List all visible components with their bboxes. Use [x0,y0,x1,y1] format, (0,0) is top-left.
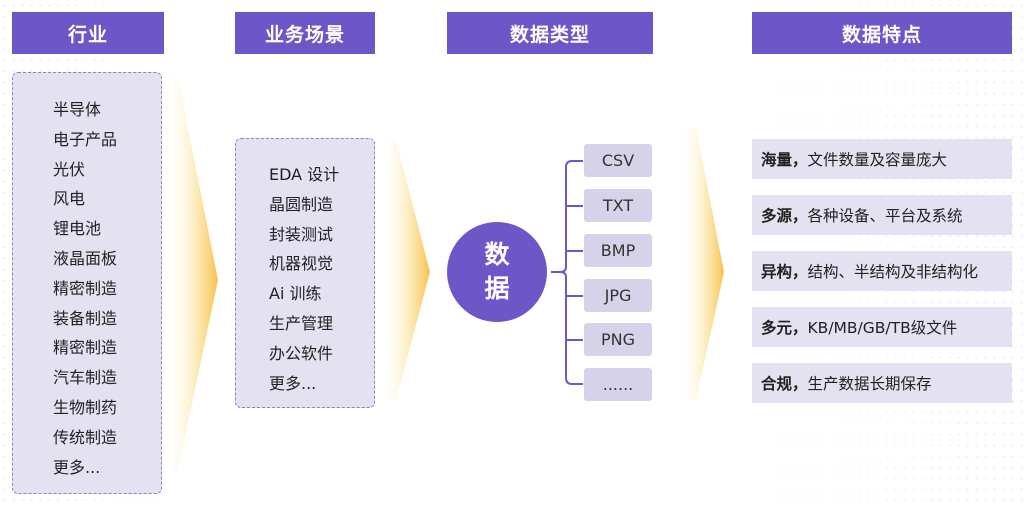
scenario-item: 办公软件 [269,343,334,363]
feature-desc: 文件数量及容量庞大 [807,151,948,169]
feature-item: 异构，结构、半结构及非结构化 [752,251,1012,291]
feature-key: 多元， [761,319,808,337]
industry-panel: 半导体电子产品光伏风电锂电池液晶面板精密制造装备制造精密制造汽车制造生物制药传统… [12,72,162,494]
feature-desc: 各种设备、平台及系统 [807,207,963,225]
feature-desc: 结构、半结构及非结构化 [807,263,979,281]
scenario-item: Ai 训练 [269,284,322,304]
header-industry: 行业 [12,12,164,54]
scenario-item: EDA 设计 [269,165,340,184]
scenario-item: 更多... [269,373,317,393]
industry-item: 液晶面板 [53,248,118,268]
feature-key: 合规， [761,375,808,393]
feature-desc: KB/MB/GB/TB级文件 [807,319,958,337]
industry-item: 精密制造 [53,338,118,358]
industry-item: 光伏 [53,159,86,179]
feature-key: 海量， [761,151,808,169]
industry-item: 电子产品 [53,129,118,149]
feature-item: 海量，文件数量及容量庞大 [752,139,1012,179]
header-data-type: 数据类型 [447,12,653,54]
header-data-feature: 数据特点 [752,12,1012,54]
scenario-item: 封装测试 [269,224,334,244]
industry-item: 生物制药 [53,397,118,417]
industry-item: 半导体 [53,100,102,119]
data-type-item: BMP [584,234,652,267]
feature-desc: 生产数据长期保存 [807,375,932,393]
data-type-item: ...... [584,368,652,401]
feature-key: 异构， [761,263,808,281]
scenario-list: EDA 设计晶圆制造封装测试机器视觉 Ai 训练生产管理办公软件更多... [269,160,339,398]
industry-list: 半导体电子产品光伏风电锂电池液晶面板精密制造装备制造精密制造汽车制造生物制药传统… [53,95,117,482]
industry-item: 汽车制造 [53,368,118,388]
arrow-1 [168,78,218,470]
feature-item: 多元，KB/MB/GB/TB级文件 [752,307,1012,347]
data-type-item: JPG [584,279,652,312]
data-circle: 数 据 [447,222,547,322]
scenario-item: 机器视觉 [269,254,334,274]
scenario-panel: EDA 设计晶圆制造封装测试机器视觉 Ai 训练生产管理办公软件更多... [235,138,375,408]
industry-item: 装备制造 [53,308,118,328]
data-type-item: PNG [584,323,652,356]
industry-item: 风电 [53,189,86,209]
feature-key: 多源， [761,207,808,225]
data-circle-line1: 数 [484,240,510,269]
industry-item: 更多... [53,457,101,477]
arrow-3 [684,128,724,400]
header-scenario: 业务场景 [235,12,375,54]
industry-item: 传统制造 [53,427,118,447]
industry-item: 锂电池 [53,219,102,239]
industry-item: 精密制造 [53,278,118,298]
scenario-item: 生产管理 [269,313,334,333]
scenario-item: 晶圆制造 [269,194,334,214]
data-type-item: CSV [584,144,652,177]
type-bracket [551,160,583,385]
feature-item: 合规，生产数据长期保存 [752,363,1012,403]
feature-item: 多源，各种设备、平台及系统 [752,195,1012,235]
data-type-item: TXT [584,189,652,222]
arrow-2 [384,140,430,400]
data-circle-line2: 据 [484,274,510,303]
